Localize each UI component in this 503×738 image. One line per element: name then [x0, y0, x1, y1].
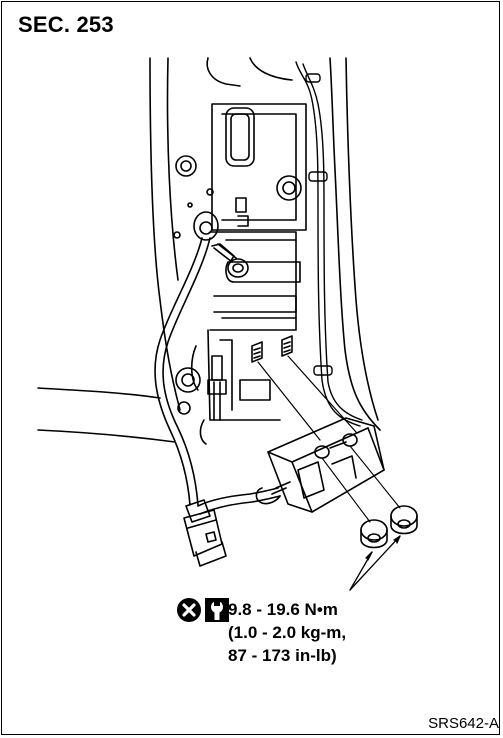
- side-connector: [199, 355, 227, 445]
- torque-line-2: (1.0 - 2.0 kg-m,: [228, 623, 347, 642]
- mounting-bolt: [211, 243, 249, 278]
- section-title: SEC. 253: [18, 12, 114, 37]
- torque-line-1: 9.8 - 19.6 N•m: [228, 600, 338, 619]
- torque-wrench-icon: [205, 598, 229, 622]
- do-not-reuse-icon: [177, 598, 201, 622]
- guide-lines: [321, 445, 401, 523]
- torque-pointer: [349, 535, 401, 591]
- torque-line-3: 87 - 173 in-lb): [228, 646, 337, 665]
- studs: [251, 335, 357, 441]
- flange-nuts: [360, 505, 418, 549]
- sensor-bracket: [255, 417, 385, 513]
- right-harness: [295, 61, 363, 427]
- grommet-holes: [173, 155, 302, 415]
- figure-code: SRS642-A: [428, 715, 499, 732]
- harness-connector: [183, 499, 227, 567]
- torque-spec: 9.8 - 19.6 N•m (1.0 - 2.0 kg-m, 87 - 173…: [228, 598, 346, 667]
- ground-harness: [154, 211, 281, 515]
- pillar-panel: [37, 57, 381, 443]
